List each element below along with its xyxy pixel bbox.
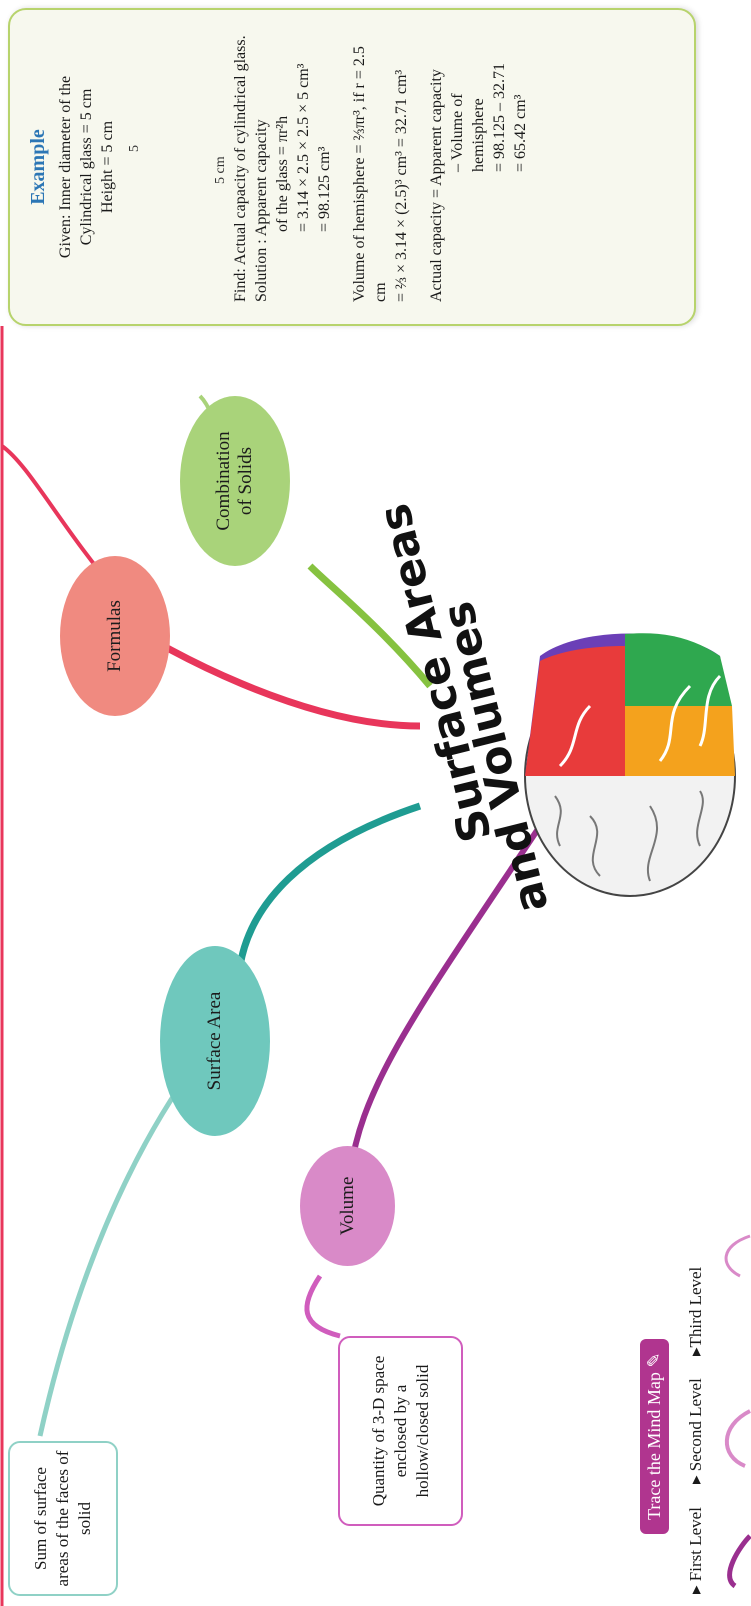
legend-item-second: ▸ Second Level: [686, 1378, 706, 1484]
node-combination-label: Combination of Solids: [213, 431, 256, 531]
brain-illustration: [524, 633, 736, 897]
example-solution-1: Solution : Apparent capacity: [253, 119, 270, 302]
legend: Trace the Mind Map ✎ ▸ First Level ▸ Sec…: [640, 1267, 750, 1594]
example-title: Example: [27, 129, 49, 205]
example-actual-3: = 98.125 – 32.71: [491, 62, 508, 172]
legend-curve-first: [727, 1534, 751, 1589]
legend-badge-text: Trace the Mind Map: [644, 1372, 664, 1520]
node-formulas-label: Formulas: [104, 600, 125, 672]
figure-space: 5 5 cm: [118, 32, 230, 302]
example-hemisphere-2: = ⅔ × 3.14 × (2.5)³ cm³ = 32.71 cm³: [393, 69, 410, 302]
example-given-1: Given: Inner diameter of the: [57, 75, 74, 259]
link-volume: [347, 824, 543, 1177]
link-formulas: [128, 623, 421, 730]
node-volume-label: Volume: [336, 1176, 358, 1236]
example-find: Find: Actual capacity of cylindrical gla…: [232, 35, 249, 302]
example-given-2: Cylindrical glass = 5 cm: [78, 88, 95, 246]
legend-bullet-icon: ▸: [686, 1581, 705, 1594]
legend-item-first: ▸ First Level: [686, 1507, 706, 1594]
legend-second-text: Second Level: [686, 1378, 705, 1472]
example-actual-1: Actual capacity = Apparent capacity: [428, 69, 445, 302]
node-surface-area[interactable]: Surface Area: [160, 946, 270, 1136]
legend-badge: Trace the Mind Map ✎: [640, 1338, 669, 1534]
node-surface-area-label: Surface Area: [204, 991, 225, 1091]
node-combination[interactable]: Combination of Solids: [180, 396, 290, 566]
example-panel: Example Given: Inner diameter of the Cyl…: [8, 8, 696, 326]
legend-bullet-icon: ▸: [686, 1347, 705, 1356]
box-volume-definition: Quantity of 3-D space enclosed by a holl…: [338, 1336, 463, 1526]
example-actual-2: – Volume of hemisphere: [449, 93, 487, 172]
legend-item-third: ▸Third Level: [686, 1267, 706, 1356]
example-solution-3: = 3.14 × 2.5 × 2.5 × 5 cm³: [295, 63, 312, 232]
example-actual-4: = 65.42 cm³: [512, 94, 529, 172]
box-surface-definition-text: Sum of surface areas of the faces of sol…: [31, 1450, 94, 1587]
figure-label-top: 5: [127, 145, 142, 152]
node-volume[interactable]: Volume: [300, 1146, 395, 1266]
example-solution-2: of the glass = πr²h: [274, 115, 291, 232]
legend-curve-third: [724, 1234, 751, 1278]
link-surface: [236, 802, 422, 967]
link-surface-out: [37, 1084, 183, 1437]
example-solution-4: = 98.125 cm³: [316, 146, 333, 232]
box-surface-definition: Sum of surface areas of the faces of sol…: [8, 1441, 118, 1596]
figure-label-side: 5 cm: [213, 156, 228, 184]
legend-bullet-icon: ▸: [686, 1471, 705, 1484]
example-hemisphere-1: Volume of hemisphere = ⅔πr³, if r = 2.5 …: [351, 46, 389, 302]
pencil-icon: ✎: [644, 1352, 664, 1368]
legend-third-text: Third Level: [686, 1266, 705, 1348]
node-formulas[interactable]: Formulas: [60, 556, 170, 716]
link-combination: [307, 563, 433, 689]
link-volume-out: [304, 1274, 341, 1339]
legend-curve-second: [724, 1409, 751, 1468]
example-given-3: Height = 5 cm: [99, 120, 116, 214]
box-volume-definition-text: Quantity of 3-D space enclosed by a holl…: [368, 1355, 432, 1507]
legend-first-text: First Level: [686, 1507, 705, 1582]
